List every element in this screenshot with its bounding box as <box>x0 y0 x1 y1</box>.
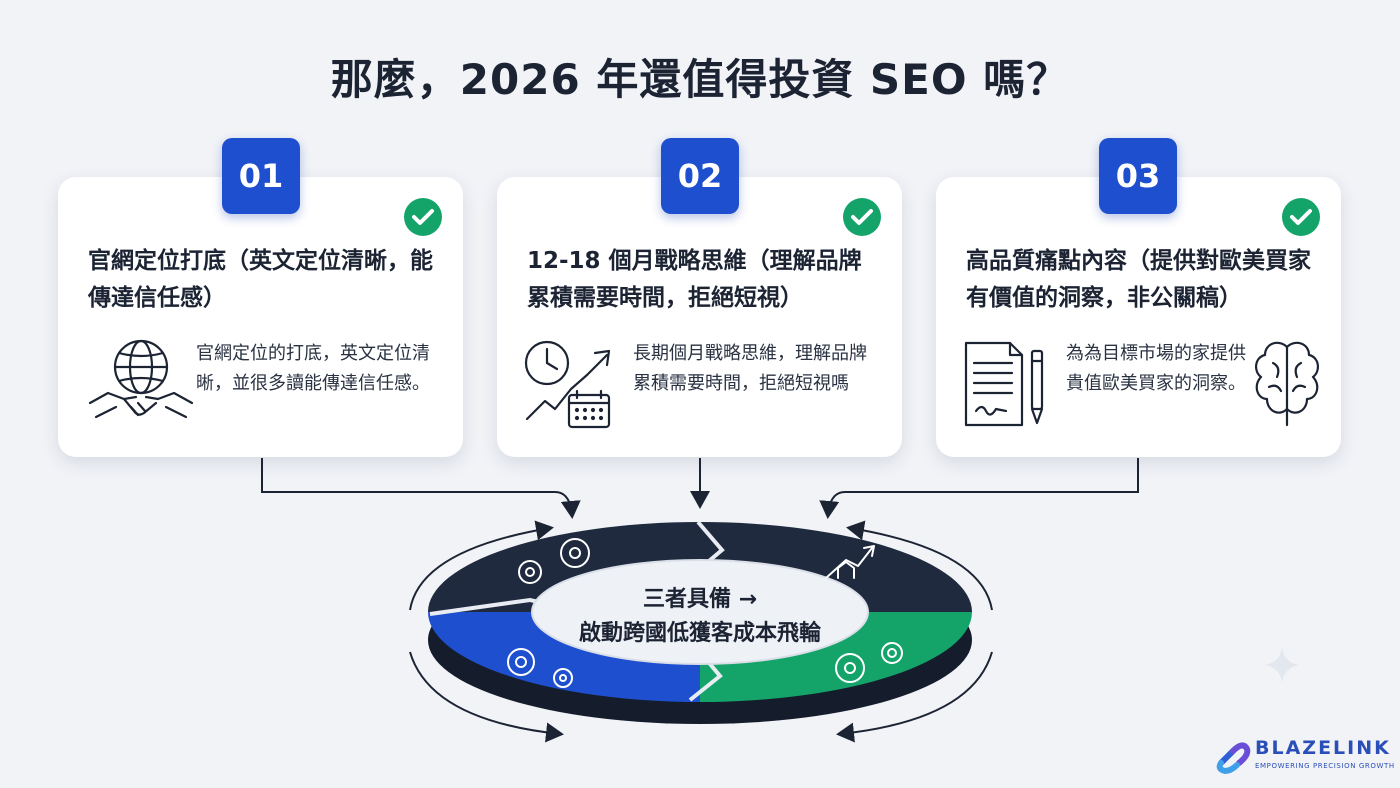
orbit-arrow <box>846 520 993 611</box>
flywheel-label: 三者具備 → 啟動跨國低獲客成本飛輪 <box>540 583 860 651</box>
check-icon <box>404 198 442 236</box>
flywheel-label-line2: 啟動跨國低獲客成本飛輪 <box>578 621 821 646</box>
step-number-badge: 03 <box>1099 138 1177 214</box>
step-card-body: 長期個月戰略思維，理解品牌累積需要時間，拒絕短視嗎 <box>633 343 867 394</box>
globe-handshake-icon <box>88 339 194 419</box>
brand-tagline: EMPOWERING PRECISION GROWTH <box>1255 762 1395 770</box>
brain-icon <box>1255 341 1319 427</box>
connector-right <box>819 458 1139 519</box>
flywheel-label-line1: 三者具備 → <box>642 587 758 612</box>
flywheel-segment-green <box>700 612 972 702</box>
step-card-heading: 12-18 個月戰略思維（理解品牌累積需要時間，拒絕短視） <box>527 248 862 311</box>
check-icon <box>843 198 881 236</box>
step-number-badge: 01 <box>222 138 300 214</box>
sparkle-icon <box>1264 647 1300 683</box>
gears-icon <box>835 642 903 683</box>
flywheel-center <box>531 559 869 665</box>
flywheel-segment-blue <box>428 612 700 702</box>
step-card-body: 為為目標市場的家提供貴值歐美買家的洞察。 <box>1066 343 1246 394</box>
link-logo-icon <box>1216 742 1251 775</box>
orbit-arrow <box>409 520 554 611</box>
gears-icon <box>507 648 573 688</box>
step-card-heading: 官網定位打底（英文定位清晰，能傳達信任感） <box>88 248 433 311</box>
orbit-arrow <box>836 651 993 743</box>
clock-growth-calendar-icon <box>524 340 611 429</box>
brand-logo: BLAZELINK EMPOWERING PRECISION GROWTH <box>1213 735 1395 777</box>
growth-arrow-icon <box>825 545 875 579</box>
step-card-body: 官網定位的打底，英文定位清晰，並很多讀能傳達信任感。 <box>196 343 430 394</box>
step-card-3: 高品質痛點內容（提供對歐美買家有價值的洞察，非公關稿） 為為目標市場的家提供貴值… <box>936 177 1341 457</box>
step-card-heading: 高品質痛點內容（提供對歐美買家有價值的洞察，非公關稿） <box>966 248 1311 311</box>
step-number-badge: 02 <box>661 138 739 214</box>
brand-name: BLAZELINK <box>1255 737 1391 759</box>
page-title: 那麼，2026 年還值得投資 SEO 嗎？ <box>330 55 1070 104</box>
gears-icon <box>518 538 590 584</box>
check-icon <box>1282 198 1320 236</box>
document-paper-pen-icon <box>964 341 1044 427</box>
orbit-arrow <box>409 651 564 743</box>
step-card-2: 12-18 個月戰略思維（理解品牌累積需要時間，拒絕短視） 長期個月戰略思維，理… <box>497 177 902 457</box>
step-card-1: 官網定位打底（英文定位清晰，能傳達信任感） 官網定位的打底，英文定位清晰，並很多… <box>58 177 463 457</box>
connector-left <box>261 458 581 519</box>
